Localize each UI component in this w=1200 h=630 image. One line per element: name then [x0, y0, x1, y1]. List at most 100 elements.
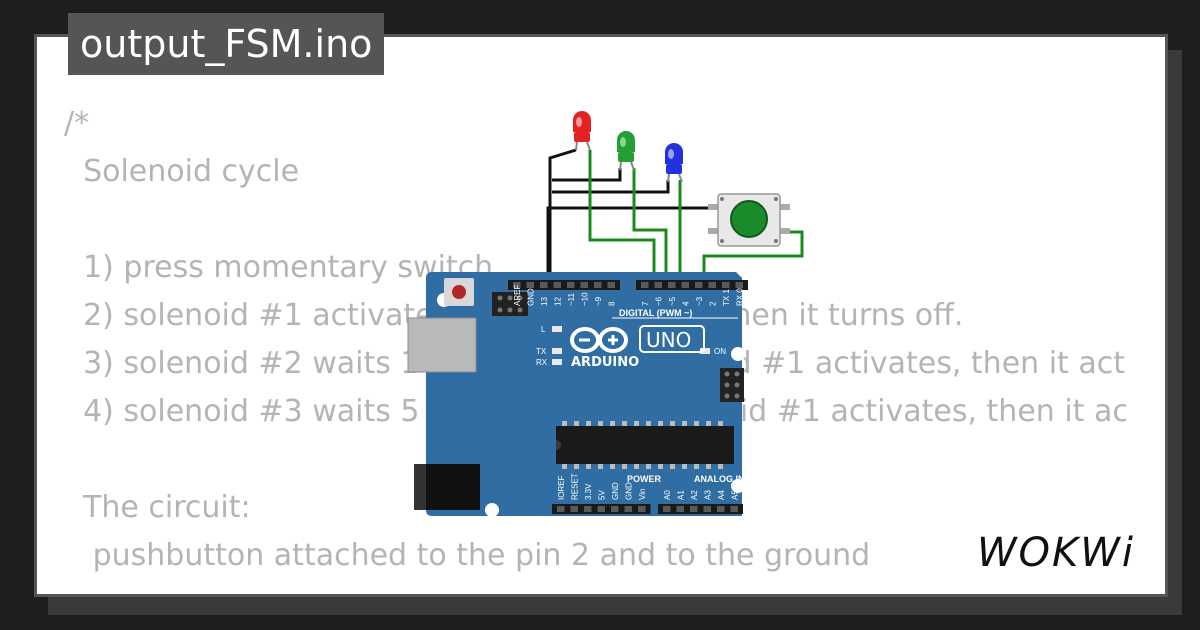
- arduino-logo: ARDUINO: [570, 327, 639, 370]
- usb-connector: [407, 317, 477, 373]
- header-pin[interactable]: [553, 282, 562, 288]
- header-pin[interactable]: [540, 282, 548, 288]
- pin-label: ~10: [580, 292, 589, 306]
- header-pin[interactable]: [594, 282, 602, 288]
- onboard-led-l: L: [541, 325, 562, 334]
- pin-label: 2: [708, 301, 717, 306]
- mounting-hole: [731, 479, 745, 493]
- pushbutton[interactable]: [708, 193, 790, 247]
- header-pin[interactable]: [526, 282, 535, 288]
- icsp2-header: [720, 368, 744, 402]
- svg-text:TX: TX: [536, 347, 547, 356]
- uno-label: UNO: [639, 325, 705, 353]
- digital-header-label: DIGITAL (PWM ~): [619, 308, 692, 318]
- header-pin[interactable]: [580, 282, 589, 288]
- pin-label: A1: [676, 490, 685, 500]
- atmega-chip: [556, 421, 734, 469]
- pin-label: AREF: [513, 285, 522, 306]
- power-jack: [414, 464, 480, 510]
- signal-wire-green-led[interactable]: [632, 168, 668, 282]
- pin-label: ~6: [654, 296, 663, 306]
- pin-label: A0: [663, 490, 672, 500]
- pin-label: A2: [690, 490, 699, 500]
- gnd-wire-button[interactable]: [546, 206, 712, 282]
- left-digital-header: [508, 280, 620, 290]
- gnd-wire-blue-led[interactable]: [552, 180, 670, 194]
- wires: [546, 148, 804, 282]
- header-pin[interactable]: [730, 506, 739, 512]
- svg-text:WOKWi: WOKWi: [977, 530, 1135, 576]
- pin-label: 5V: [597, 490, 606, 500]
- onboard-led-on: ON: [700, 347, 726, 356]
- pin-label: 3.3V: [584, 483, 593, 500]
- header-pin[interactable]: [663, 506, 671, 512]
- pin-label: 12: [553, 297, 562, 306]
- header-pin[interactable]: [708, 282, 717, 288]
- pin-label: Vin: [638, 489, 647, 500]
- code-line: pushbutton attached to the pin 2 and to …: [64, 538, 871, 573]
- led-blue[interactable]: [665, 143, 683, 183]
- pin-label: ~9: [594, 296, 603, 306]
- icsp-header: [492, 292, 528, 316]
- svg-text:UNO: UNO: [646, 328, 691, 352]
- header-pin[interactable]: [690, 506, 698, 512]
- signal-wire-red-led[interactable]: [588, 150, 656, 282]
- header-pin[interactable]: [668, 282, 676, 288]
- pin-label: TX 1: [722, 289, 731, 306]
- header-pin[interactable]: [695, 282, 703, 288]
- pin-label: 13: [540, 297, 549, 306]
- led-red[interactable]: [573, 111, 591, 151]
- sketch-title[interactable]: output_FSM.ino: [68, 13, 385, 75]
- code-line: The circuit:: [64, 490, 251, 525]
- header-pin[interactable]: [638, 506, 646, 512]
- pin-label: GND: [611, 482, 620, 500]
- header-pin[interactable]: [735, 282, 744, 288]
- brand-label: ARDUINO: [571, 355, 639, 370]
- pin-label: RESET: [570, 473, 579, 500]
- pin-label: A4: [717, 490, 726, 500]
- pin-label: 7: [641, 301, 650, 306]
- gnd-wire-green-led[interactable]: [552, 168, 622, 182]
- pin-label: ~5: [668, 296, 677, 306]
- power-header-label: POWER: [627, 474, 662, 484]
- header-pin[interactable]: [703, 506, 712, 512]
- code-line: 1) press momentary switch: [64, 250, 494, 285]
- header-pin[interactable]: [567, 282, 575, 288]
- wokwi-logo[interactable]: WOKWi: [975, 520, 1150, 582]
- analog-pin-labels: A0 A1 A2 A3 A4 A5: [663, 490, 740, 500]
- pin-label: A5: [730, 490, 739, 500]
- header-pin[interactable]: [513, 282, 521, 288]
- onboard-led-tx: TX: [536, 347, 562, 356]
- signal-wire-button[interactable]: [702, 230, 804, 282]
- led-green[interactable]: [617, 131, 635, 171]
- svg-text:L: L: [541, 325, 546, 334]
- header-pin[interactable]: [570, 506, 579, 512]
- header-pin[interactable]: [597, 506, 606, 512]
- svg-text:RX: RX: [536, 358, 548, 367]
- pin-label: 4: [681, 301, 690, 306]
- reset-button[interactable]: [444, 278, 474, 306]
- mounting-hole: [731, 347, 745, 361]
- header-pin[interactable]: [557, 506, 565, 512]
- header-pin[interactable]: [722, 282, 730, 288]
- header-pin[interactable]: [641, 282, 649, 288]
- header-pin[interactable]: [611, 506, 619, 512]
- gnd-wire-red-led[interactable]: [548, 148, 577, 282]
- svg-text:ON: ON: [714, 347, 726, 356]
- pin-label: A3: [703, 490, 712, 500]
- header-pin[interactable]: [607, 282, 616, 288]
- pin-label: GND: [526, 288, 535, 306]
- header-pin[interactable]: [676, 506, 685, 512]
- header-pin[interactable]: [584, 506, 592, 512]
- header-pin[interactable]: [654, 282, 663, 288]
- pin-label: ~11: [567, 292, 576, 306]
- header-pin[interactable]: [717, 506, 725, 512]
- code-line: Solenoid cycle: [64, 154, 300, 189]
- header-pin[interactable]: [681, 282, 690, 288]
- header-pin[interactable]: [624, 506, 633, 512]
